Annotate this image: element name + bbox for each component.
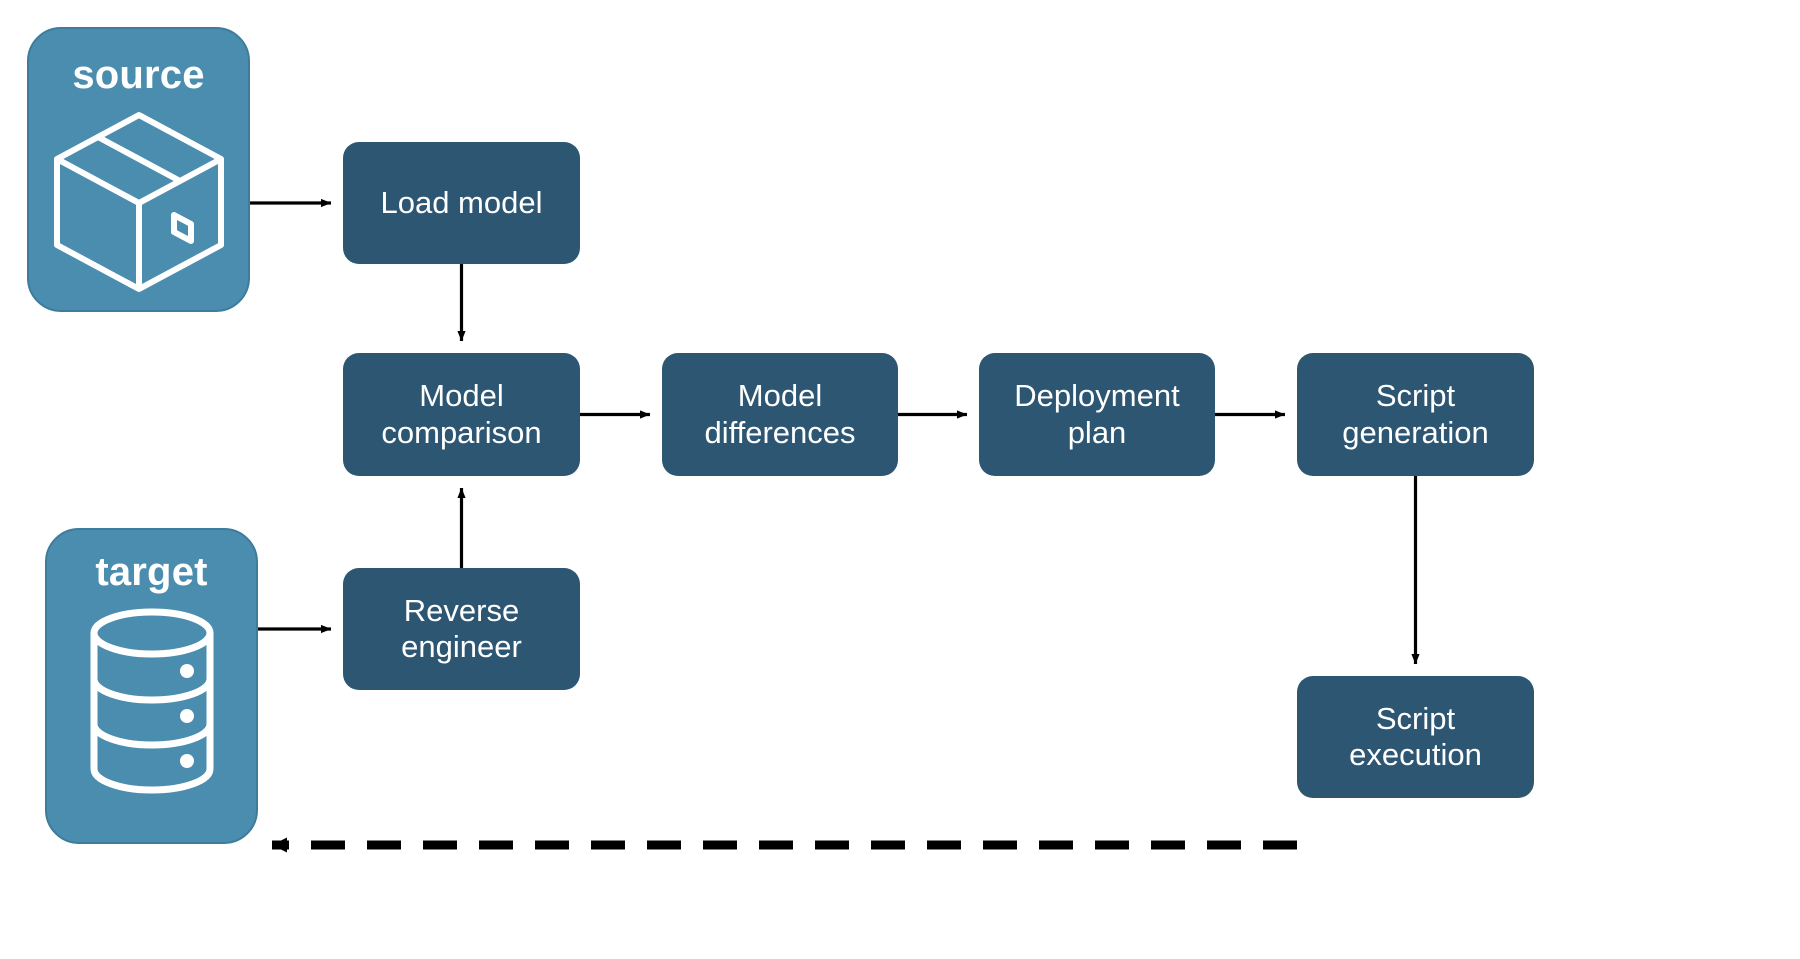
process-node-label: Deployment plan: [1014, 378, 1180, 450]
process-node-script-execution[interactable]: Script execution: [1297, 676, 1534, 798]
target-endpoint-card[interactable]: target: [45, 528, 258, 844]
source-endpoint-label: source: [72, 53, 205, 97]
process-node-label: Model comparison: [381, 378, 542, 450]
process-node-model-differences[interactable]: Model differences: [662, 353, 898, 476]
process-node-deployment-plan[interactable]: Deployment plan: [979, 353, 1215, 476]
process-node-label: Load model: [380, 184, 543, 220]
process-node-label: Reverse engineer: [401, 592, 522, 664]
process-node-label: Script execution: [1349, 700, 1482, 772]
process-node-model-comparison[interactable]: Model comparison: [343, 353, 580, 476]
process-node-label: Script generation: [1342, 378, 1489, 450]
target-endpoint-label: target: [95, 550, 208, 594]
package-box-icon: [50, 109, 228, 300]
process-node-label: Model differences: [704, 378, 856, 450]
database-cylinder-icon: [83, 608, 221, 799]
process-node-load-model[interactable]: Load model: [343, 142, 580, 264]
process-node-reverse-engineer[interactable]: Reverse engineer: [343, 568, 580, 690]
source-endpoint-card[interactable]: source: [27, 27, 250, 312]
process-node-script-generation[interactable]: Script generation: [1297, 353, 1534, 476]
